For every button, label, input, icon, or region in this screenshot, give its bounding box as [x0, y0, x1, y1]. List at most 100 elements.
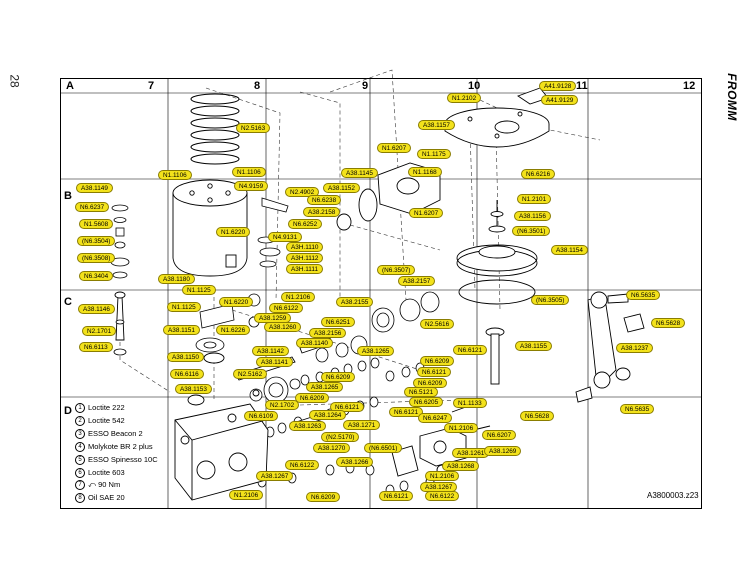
part-label: A3H.1111	[286, 264, 323, 274]
part-label: A38.1266	[336, 457, 374, 467]
part-label: N6.5628	[651, 318, 686, 328]
part-label: N1.6207	[409, 208, 444, 218]
part-label: N1.1125	[182, 285, 216, 295]
part-label: N1.1168	[408, 167, 442, 177]
part-label: N6.6122	[285, 460, 320, 470]
column-header-8: 8	[254, 80, 261, 92]
part-label: N6.6122	[269, 303, 304, 313]
part-label: A38.1156	[514, 211, 551, 221]
part-label: N2.5163	[236, 123, 271, 133]
part-label: N6.6251	[321, 317, 356, 327]
part-label: A38.1151	[163, 325, 200, 335]
part-label: A41.9128	[539, 81, 577, 91]
column-header-a: A	[66, 80, 74, 92]
part-label: N6.6122	[425, 491, 460, 501]
part-label: (N6.3508)	[77, 253, 116, 263]
part-label: N6.3404	[79, 271, 114, 281]
part-label: A38.1152	[323, 183, 360, 193]
part-label: N1.6220	[219, 297, 254, 307]
part-label: N6.6209	[295, 393, 330, 403]
part-label: (N2.5170)	[321, 432, 360, 442]
part-label: (N6.3501)	[512, 226, 551, 236]
part-label: N6.6116	[170, 369, 204, 379]
part-label: N1.2106	[444, 423, 479, 433]
part-label: N6.5635	[626, 290, 661, 300]
part-label: N2.4902	[285, 187, 320, 197]
part-label: (N6.3507)	[377, 265, 416, 275]
drawing-reference: A3800003.z23	[647, 491, 699, 500]
part-label: A38.1154	[551, 245, 588, 255]
part-label: A38.2155	[336, 297, 374, 307]
part-label: A38.1149	[76, 183, 113, 193]
part-label: N1.1125	[167, 302, 201, 312]
part-label: N1.1133	[453, 398, 487, 408]
part-label: N1.2101	[517, 194, 552, 204]
part-label: A38.1157	[418, 120, 455, 130]
part-label: N6.6207	[482, 430, 517, 440]
part-label: A3H.1112	[286, 253, 324, 263]
part-label: N1.1106	[232, 167, 266, 177]
part-label: A38.1265	[357, 346, 395, 356]
part-label: N1.2106	[281, 292, 316, 302]
part-label: N6.5628	[520, 411, 555, 421]
part-label: A3H.1110	[286, 242, 324, 252]
part-label: N1.1106	[158, 170, 192, 180]
part-label: N6.6113	[79, 342, 113, 352]
part-label: N1.6207	[377, 143, 412, 153]
part-label: A38.2157	[398, 276, 436, 286]
part-label: N4.9159	[234, 181, 269, 191]
column-header-7: 7	[148, 80, 155, 92]
part-label: N6.6121	[379, 491, 414, 501]
part-label: N2.1702	[265, 400, 300, 410]
part-label: N6.6109	[244, 411, 279, 421]
part-label: N6.6209	[306, 492, 341, 502]
part-label: N6.5121	[404, 387, 439, 397]
column-header-10: 10	[468, 80, 481, 92]
part-label: N6.5635	[620, 404, 655, 414]
part-label: N6.6237	[75, 202, 110, 212]
part-label: A41.9129	[541, 95, 579, 105]
column-header-11: 11	[576, 80, 588, 92]
part-label: A38.2158	[303, 207, 341, 217]
part-label: N6.6205	[409, 397, 444, 407]
part-label: (N6.6501)	[364, 443, 403, 453]
part-label: A38.1260	[264, 322, 302, 332]
part-label: N1.2106	[425, 471, 460, 481]
part-label: N1.2102	[447, 93, 482, 103]
part-label: A38.1270	[313, 443, 351, 453]
part-label: N6.6121	[453, 345, 488, 355]
part-label: A38.1145	[341, 168, 378, 178]
part-label: N1.6220	[216, 227, 251, 237]
part-label: A38.1264	[309, 410, 347, 420]
part-label: N1.5608	[79, 219, 114, 229]
part-label: A38.1153	[175, 384, 212, 394]
part-label: N1.6226	[216, 325, 251, 335]
part-label: A38.1269	[484, 446, 522, 456]
row-header-d: D	[64, 405, 72, 417]
part-label: N1.2106	[229, 490, 264, 500]
torque-arrow-icon: ⤺	[88, 480, 97, 490]
part-label: A38.1141	[256, 357, 293, 367]
part-label: N4.9131	[268, 232, 303, 242]
part-label: A38.1263	[289, 421, 327, 431]
part-label: N2.5162	[233, 369, 268, 379]
part-label: N2.1701	[82, 326, 117, 336]
part-label: A38.1180	[158, 274, 195, 284]
part-label: A38.1140	[296, 338, 333, 348]
part-label: A38.1267	[256, 471, 294, 481]
part-label: A38.1271	[343, 420, 381, 430]
part-label: N6.6216	[521, 169, 556, 179]
part-label: A38.1268	[442, 461, 480, 471]
part-label: N1.1175	[417, 149, 451, 159]
row-header-c: C	[64, 296, 72, 308]
part-label: A38.1142	[252, 346, 289, 356]
part-label: N6.6121	[389, 407, 424, 417]
